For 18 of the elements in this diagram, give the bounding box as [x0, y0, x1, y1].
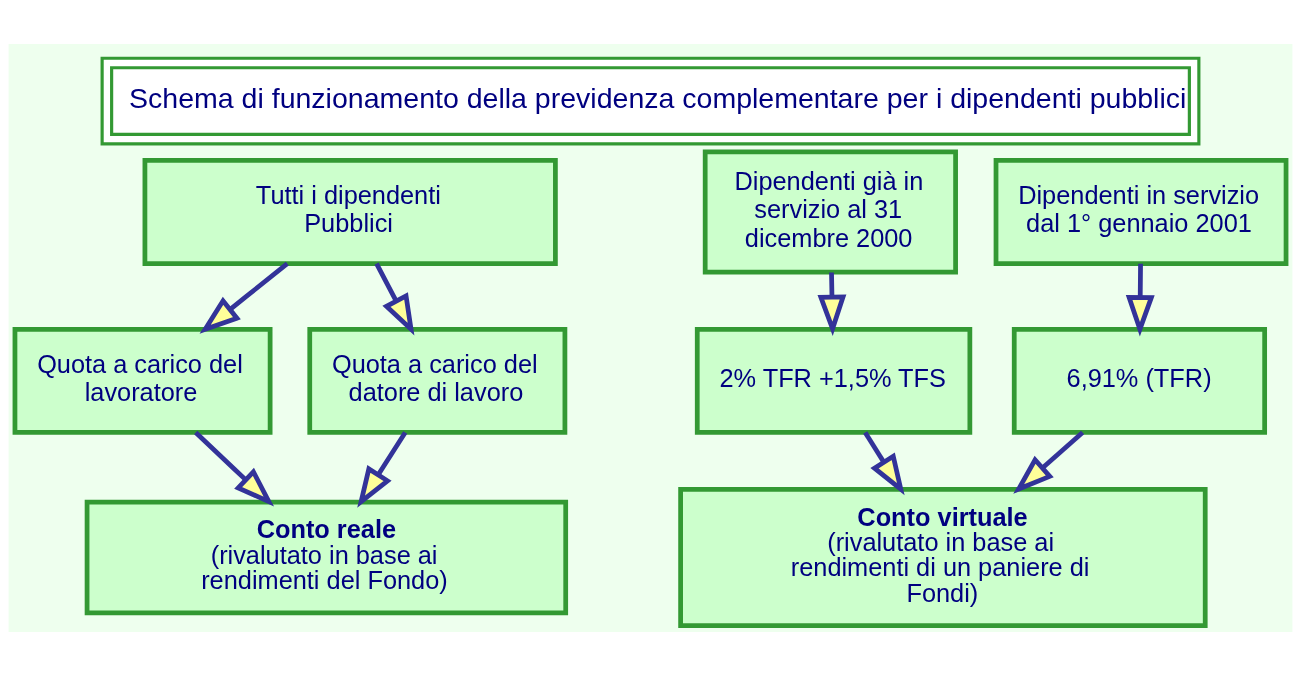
- node-box: Quota a carico del datore di lavoro: [307, 326, 568, 435]
- node-box: Dipendenti in servizio dal 1° gennaio 2001: [993, 157, 1289, 266]
- diagram-title: Schema di funzionamento della previdenza complementare per i dipendenti pubblici: [129, 81, 1187, 114]
- node-box: Dipendenti già in servizio al 31 dicembre 2000: [702, 148, 958, 275]
- arrow: [1125, 263, 1155, 336]
- node-box: 2% TFR +1,5% TFS: [694, 326, 973, 435]
- arrow: [357, 430, 408, 508]
- node-box: Tutti i dipendenti Pubblici: [142, 157, 558, 266]
- node-box: Quota a carico del lavoratore: [12, 326, 273, 435]
- arrow: [374, 262, 415, 336]
- arrow: [863, 430, 905, 495]
- arrow: [199, 261, 289, 334]
- node-box: 6,91% (TFR): [1011, 326, 1268, 435]
- arrow: [1013, 430, 1085, 494]
- arrow: [817, 271, 847, 336]
- node-box: Conto reale (rivalutato in base ai rendimenti del Fondo): [84, 499, 569, 615]
- arrow: [194, 430, 275, 507]
- node-box: Conto virtuale (rivalutato in base ai rendimenti di un paniere di Fondi): [678, 486, 1208, 628]
